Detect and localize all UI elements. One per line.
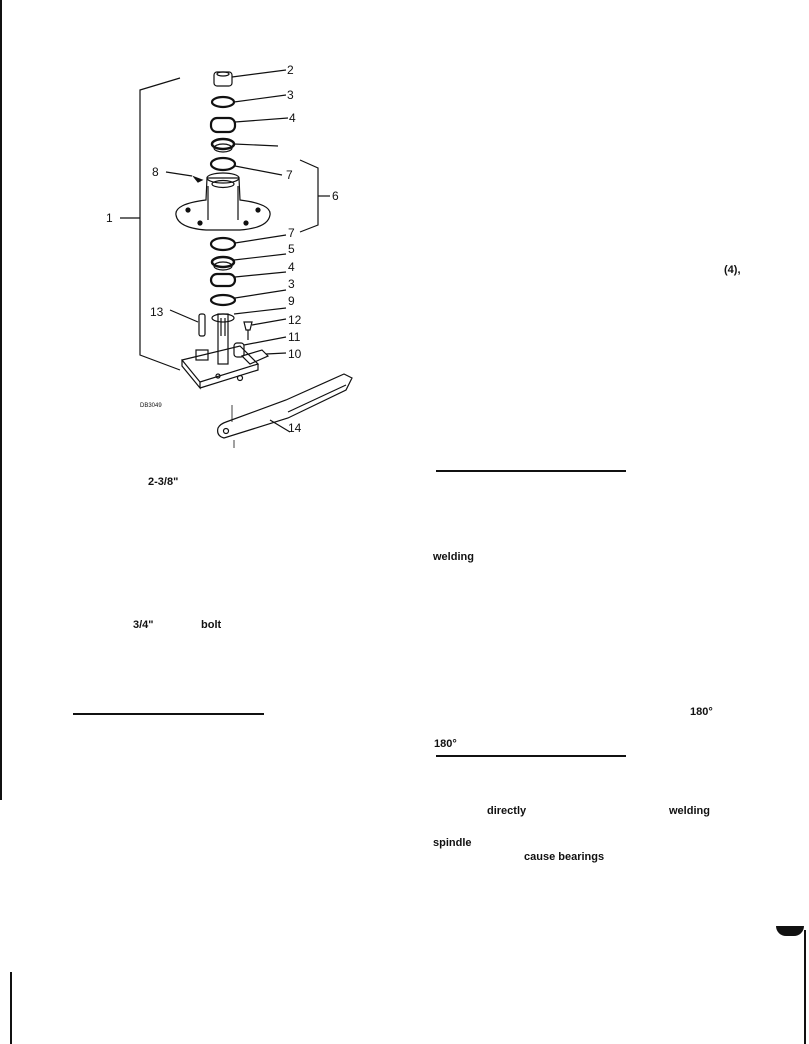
callout-8: 8	[152, 165, 159, 179]
text-fragment-angle-1: 180°	[690, 706, 713, 718]
callout-9: 9	[288, 294, 295, 308]
right-margin-bar	[804, 930, 806, 1044]
section-rule-right-2	[436, 755, 626, 757]
text-fragment-welding-1: welding	[433, 551, 474, 563]
text-fragment-cause-bearings: cause bearings	[524, 851, 605, 863]
text-fragment-angle-2: 180°	[434, 738, 457, 750]
text-fragment-directly: directly	[487, 805, 527, 817]
callout-10: 10	[288, 347, 302, 361]
spindle-assembly-diagram	[120, 69, 353, 448]
callout-4-lower: 4	[288, 260, 295, 274]
callout-14: 14	[288, 421, 302, 435]
text-fragment-dimension: 2-3/8"	[148, 476, 179, 488]
text-fragment-welding-2: welding	[669, 805, 710, 817]
callout-6: 6	[332, 189, 339, 203]
callout-2: 2	[287, 63, 294, 77]
callout-7-lower: 7	[288, 226, 295, 240]
callout-7: 7	[286, 168, 293, 182]
callout-1: 1	[106, 211, 113, 225]
section-rule-right-1	[436, 470, 626, 472]
callout-4: 4	[289, 111, 296, 125]
text-fragment-bolt: bolt	[201, 619, 222, 631]
diagram-code: DB3049	[140, 403, 162, 409]
left-margin-bar-top	[0, 0, 2, 800]
text-fragment-item-ref: (4),	[724, 264, 741, 276]
callout-13: 13	[150, 305, 164, 319]
callout-5: 5	[288, 242, 295, 256]
callout-12: 12	[288, 313, 302, 327]
callout-3: 3	[287, 88, 294, 102]
callout-11: 11	[288, 330, 301, 344]
page-tab-mark	[776, 926, 804, 936]
section-rule-left	[73, 713, 264, 715]
text-fragment-spindle: spindle	[433, 837, 472, 849]
text-fragment-bolt-size: 3/4"	[133, 619, 154, 631]
callout-3-lower: 3	[288, 277, 295, 291]
left-margin-bar-bottom	[10, 972, 12, 1044]
